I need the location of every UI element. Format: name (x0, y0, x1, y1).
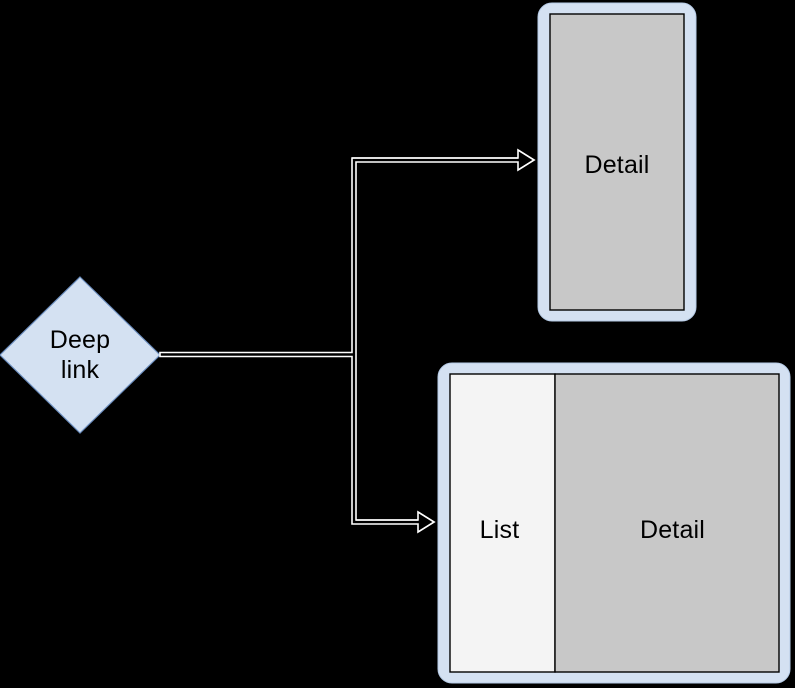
node-tablet-list-detail[interactable] (437, 362, 791, 684)
phone-screen (549, 13, 685, 311)
connector-to-tablet[interactable] (356, 511, 436, 533)
arrowhead-to-tablet-icon (417, 511, 436, 533)
deep-link-diamond (0, 276, 161, 434)
node-phone-detail[interactable] (537, 2, 697, 322)
connector-to-phone[interactable] (352, 149, 536, 171)
arrowhead-to-phone-icon (517, 149, 536, 171)
connector-outline (159, 148, 536, 534)
node-deep-link[interactable] (0, 276, 161, 434)
connector-trunk[interactable] (159, 148, 536, 534)
tablet-detail-pane (554, 373, 780, 673)
